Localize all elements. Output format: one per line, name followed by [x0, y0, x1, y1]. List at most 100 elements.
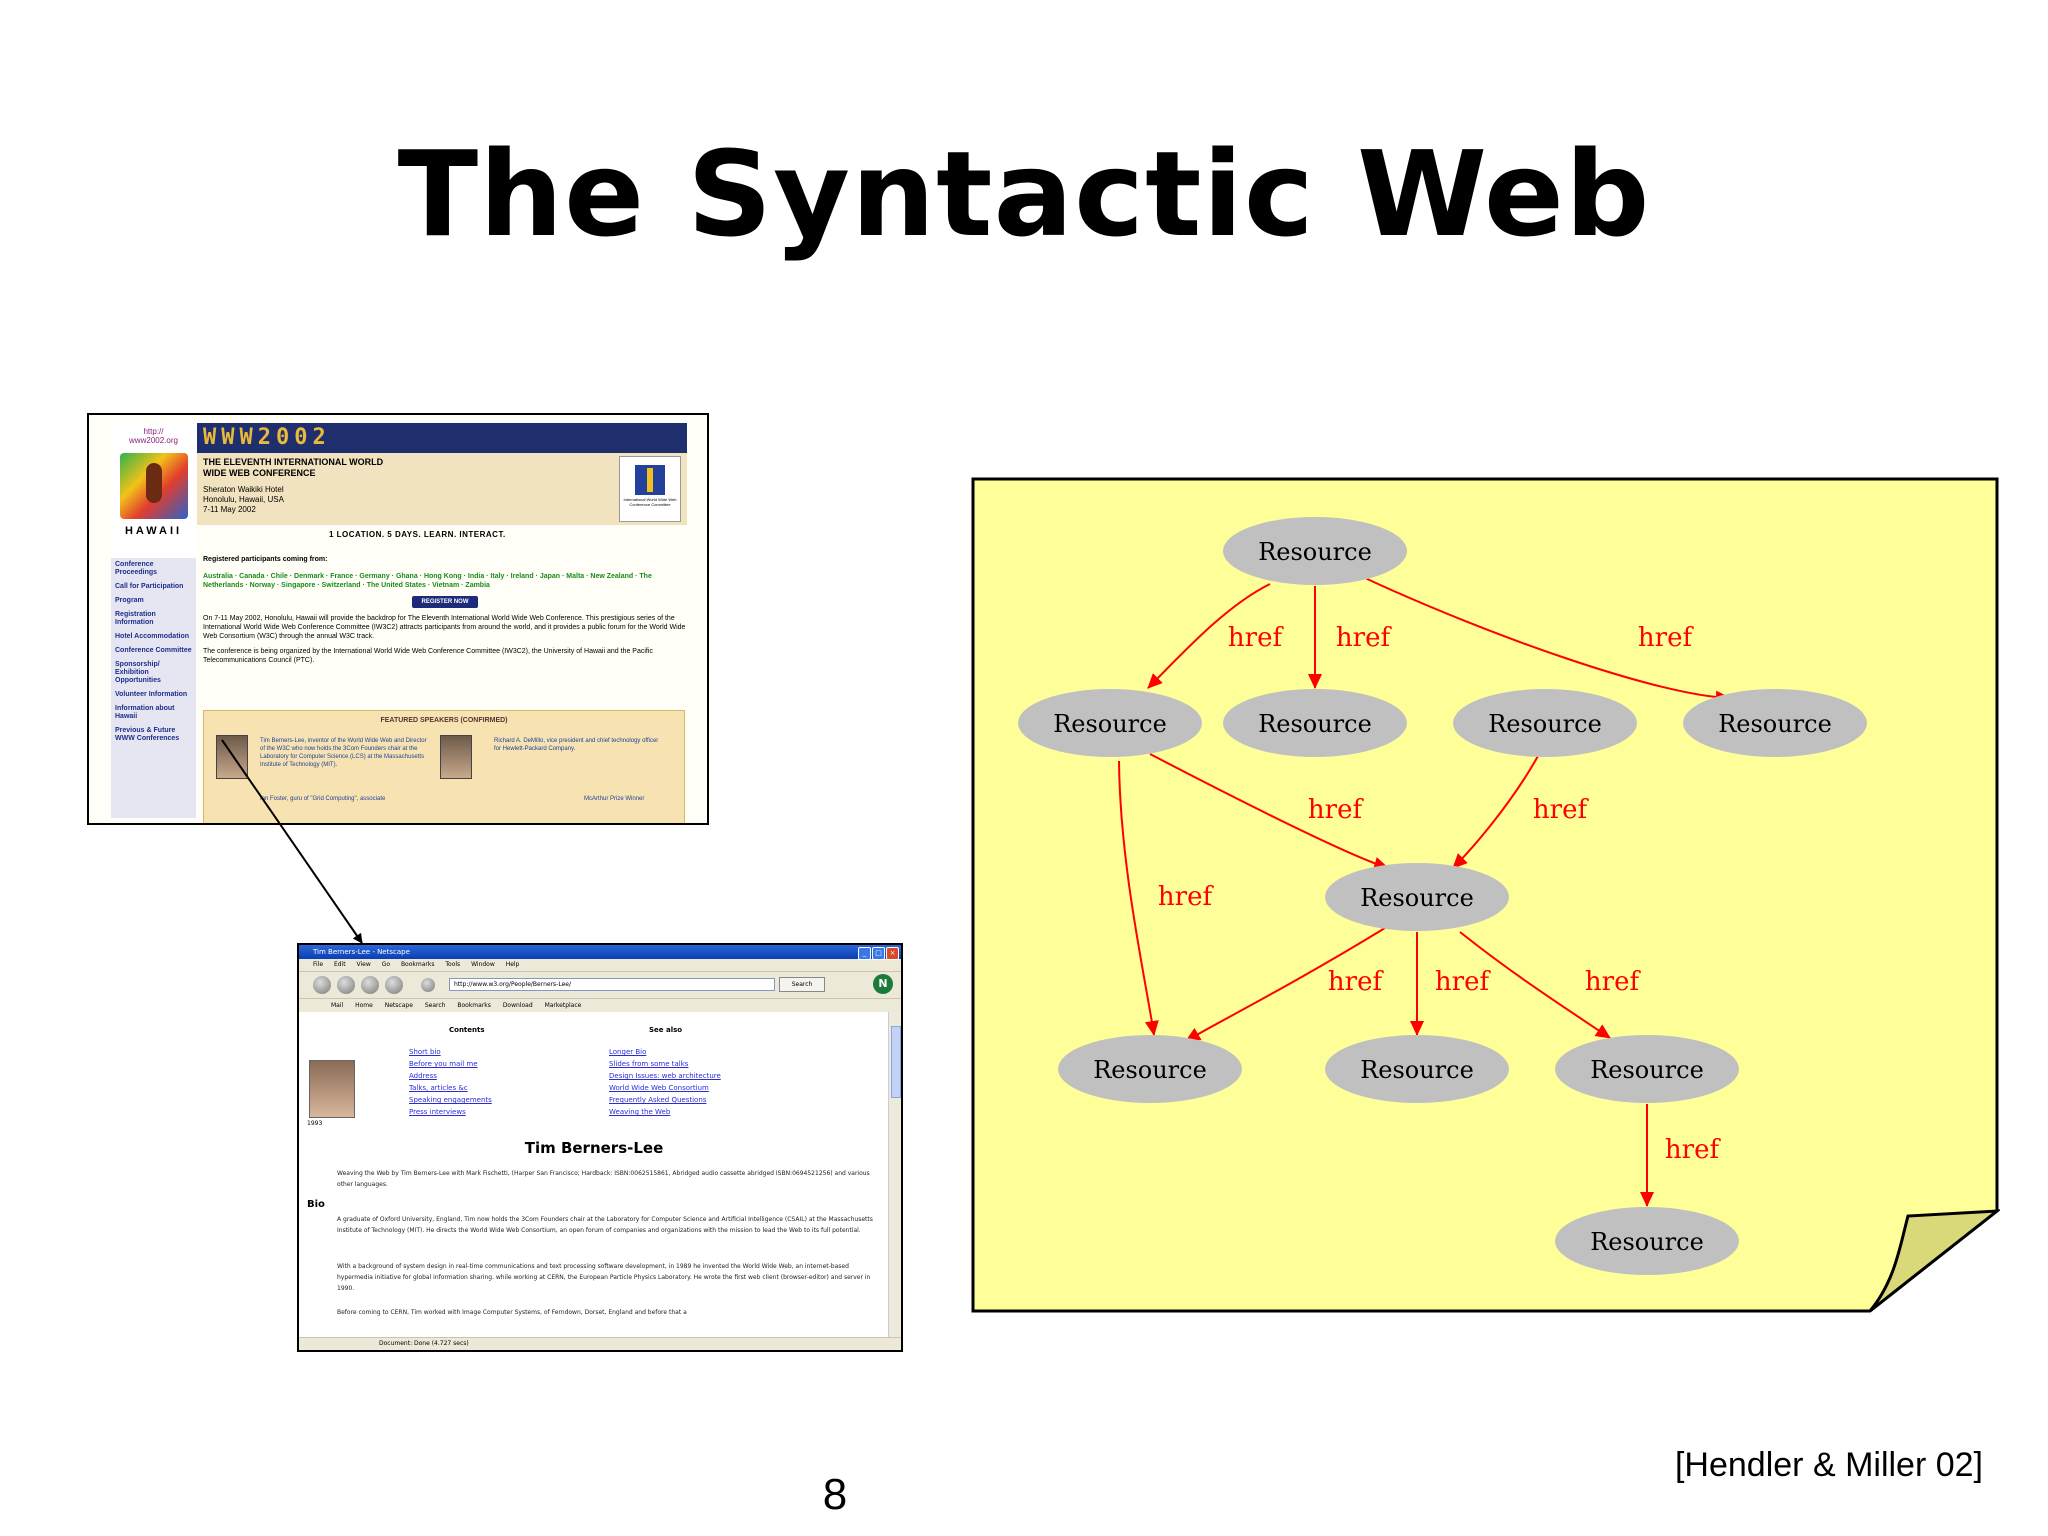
address-bar[interactable]: http://www.w3.org/People/Berners-Lee/	[449, 978, 775, 991]
contents-link[interactable]: Address	[409, 1072, 437, 1080]
resource-node	[1223, 517, 1407, 585]
edge-label: href	[1158, 882, 1215, 912]
menu-window[interactable]: Window	[471, 961, 495, 968]
edge-label: href	[1336, 623, 1393, 653]
hawaii-label: HAWAII	[124, 525, 183, 537]
bookmark-netscape[interactable]: Netscape	[384, 1002, 413, 1009]
menu-view[interactable]: View	[356, 961, 371, 968]
organizer-name: International World Wide Web Conference …	[623, 497, 677, 507]
register-now-button[interactable]: REGISTER NOW	[412, 596, 478, 608]
organizer-badge: International World Wide Web Conference …	[619, 456, 681, 522]
contents-link[interactable]: Talks, articles &c	[409, 1084, 468, 1092]
resource-node	[1683, 689, 1867, 757]
speaker-photo	[440, 735, 472, 779]
edge-n1-n6	[1118, 760, 1159, 1036]
tbl-photo	[309, 1060, 355, 1118]
see-also-link[interactable]: Frequently Asked Questions	[609, 1096, 707, 1104]
edge-label: href	[1228, 623, 1285, 653]
page-number: 8	[822, 1470, 848, 1519]
forward-icon[interactable]	[337, 976, 355, 994]
contents-link[interactable]: Short bio	[409, 1048, 441, 1056]
reload-icon[interactable]	[361, 976, 379, 994]
home-icon[interactable]	[421, 978, 435, 992]
resource-node	[1325, 1035, 1509, 1103]
hyperlink-arrow	[221, 739, 363, 944]
bookmarks-bar: Mail Home Netscape Search Bookmarks Down…	[299, 998, 901, 1012]
speaker-3-text: Ian Foster, guru of "Grid Computing", as…	[260, 796, 386, 802]
vertical-scrollbar[interactable]	[888, 1012, 901, 1338]
see-also-link[interactable]: World Wide Web Consortium	[609, 1084, 709, 1092]
see-also-link[interactable]: Weaving the Web	[609, 1108, 671, 1116]
bio-paragraph-2: With a background of system design in re…	[337, 1263, 871, 1292]
citation: [Hendler & Miller 02]	[1674, 1446, 1983, 1484]
bookmark-download[interactable]: Download	[502, 1002, 533, 1009]
menu-go[interactable]: Go	[381, 961, 391, 968]
nav-item[interactable]: Sponsorship/ Exhibition Opportunities	[115, 661, 161, 684]
menu-bookmarks[interactable]: Bookmarks	[400, 961, 435, 968]
see-also-link[interactable]: Design Issues: web architecture	[609, 1072, 721, 1080]
resource-node	[1058, 1035, 1242, 1103]
menu-edit[interactable]: Edit	[333, 961, 346, 968]
close-icon[interactable]: ×	[886, 947, 899, 960]
nav-item[interactable]: Program	[115, 597, 144, 604]
bio-paragraph-3: Before coming to CERN, Tim worked with I…	[337, 1309, 687, 1316]
see-also-link[interactable]: Slides from some talks	[609, 1060, 689, 1068]
conference-name: THE ELEVENTH INTERNATIONAL WORLD WIDE WE…	[203, 457, 384, 478]
conference-place: Sheraton Waikiki Hotel Honolulu, Hawaii,…	[203, 485, 284, 515]
www2002-logo-column: http:// www2002.org HAWAII	[111, 423, 196, 563]
menu-tools[interactable]: Tools	[445, 961, 461, 968]
contents-link[interactable]: Press interviews	[409, 1108, 466, 1116]
bookmark-marketplace[interactable]: Marketplace	[544, 1002, 582, 1009]
nav-item[interactable]: Conference Proceedings	[115, 561, 158, 576]
organizer-paragraph: The conference is being organized by the…	[203, 648, 653, 664]
resource-node	[1018, 689, 1202, 757]
speaker-4-text: McArthur Prize Winner	[584, 796, 645, 802]
stop-icon[interactable]	[385, 976, 403, 994]
minimize-icon[interactable]: _	[858, 947, 871, 960]
edge-n5-n6	[1185, 927, 1386, 1042]
bookmark-bookmarks[interactable]: Bookmarks	[457, 1002, 491, 1009]
bookmark-search[interactable]: Search	[424, 1002, 446, 1009]
menu-help[interactable]: Help	[505, 961, 520, 968]
maximize-icon[interactable]: □	[872, 947, 885, 960]
contents-link[interactable]: Speaking engagements	[409, 1096, 492, 1104]
resource-node-label: Resource	[1718, 710, 1832, 738]
nav-item[interactable]: Hotel Accommodation	[115, 633, 190, 640]
nav-item[interactable]: Previous & Future WWW Conferences	[115, 727, 180, 742]
resource-node-label: Resource	[1590, 1228, 1704, 1256]
browser-statusbar: Document: Done (4.727 secs)	[299, 1337, 901, 1350]
nav-item[interactable]: Call for Participation	[115, 583, 184, 590]
banner-text: WWW2002	[203, 425, 331, 450]
www2002-banner: WWW2002	[197, 423, 687, 453]
back-icon[interactable]	[313, 976, 331, 994]
contents-heading: Contents	[449, 1026, 485, 1034]
edge-label: href	[1585, 967, 1642, 997]
featured-title: FEATURED SPEAKERS (CONFIRMED)	[380, 717, 508, 724]
bookmark-home[interactable]: Home	[355, 1002, 373, 1009]
edge-n0-n1	[1147, 583, 1271, 689]
edge-label: href	[1533, 795, 1590, 825]
nav-item[interactable]: Information about Hawaii	[115, 705, 175, 720]
resource-node	[1555, 1035, 1739, 1103]
edge-n5-n8	[1459, 931, 1611, 1039]
nav-item[interactable]: Volunteer Information	[115, 691, 188, 698]
see-also-link[interactable]: Longer Bio	[609, 1048, 647, 1056]
conference-header: THE ELEVENTH INTERNATIONAL WORLD WIDE WE…	[197, 453, 687, 525]
search-button[interactable]: Search	[779, 977, 825, 992]
contents-link[interactable]: Before you mail me	[409, 1060, 478, 1068]
speaker-2-text: Richard A. DeMillo, vice president and c…	[494, 738, 659, 752]
book-line: Weaving the Web by Tim Berners-Lee with …	[337, 1170, 870, 1188]
browser-content: Contents See also 1993 Short bio Before …	[299, 1012, 889, 1338]
countries-list[interactable]: Australia · Canada · Chile · Denmark · F…	[203, 573, 652, 589]
nav-item[interactable]: Registration Information	[115, 611, 156, 626]
bookmark-mail[interactable]: Mail	[331, 1002, 344, 1009]
resource-node-label: Resource	[1590, 1056, 1704, 1084]
menu-file[interactable]: File	[313, 961, 324, 968]
nav-item[interactable]: Conference Committee	[115, 647, 192, 654]
edge-label: href	[1665, 1135, 1722, 1165]
browser-titlebar: Tim Berners-Lee - Netscape _□×	[299, 945, 901, 960]
edge-label: href	[1638, 623, 1695, 653]
